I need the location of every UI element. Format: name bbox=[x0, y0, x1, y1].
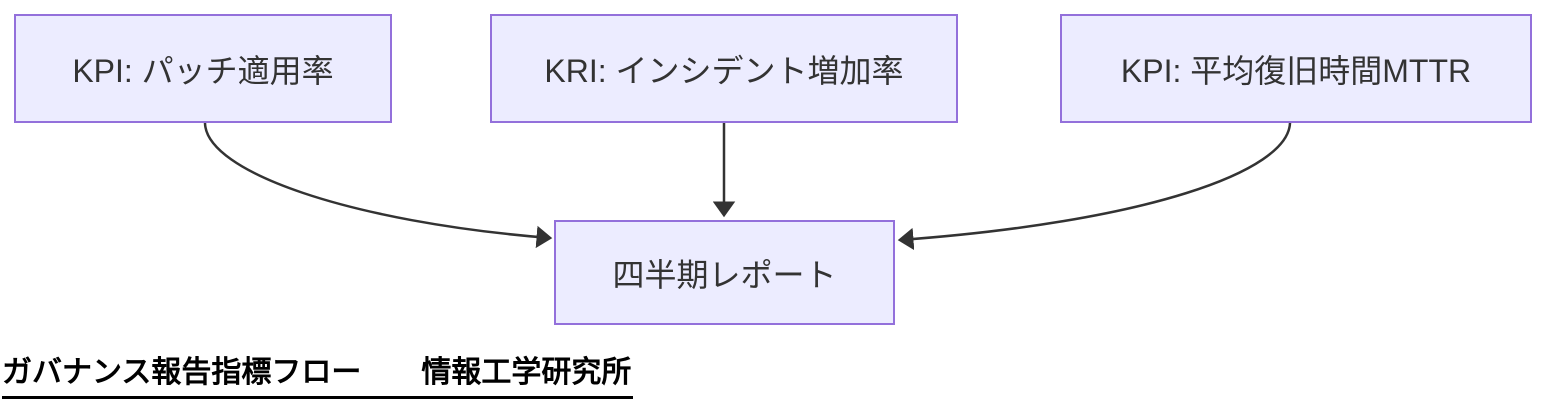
node-kpi-patch-rate-label: KPI: パッチ適用率 bbox=[72, 52, 334, 89]
node-quarterly-report: 四半期レポート bbox=[554, 220, 895, 325]
node-kri-incident-rate-label: KRI: インシデント増加率 bbox=[544, 52, 904, 89]
node-quarterly-report-label: 四半期レポート bbox=[612, 256, 837, 293]
node-kpi-patch-rate: KPI: パッチ適用率 bbox=[14, 14, 392, 123]
node-kri-incident-rate: KRI: インシデント増加率 bbox=[490, 14, 958, 123]
edge-kpi-patch-to-report bbox=[203, 122, 553, 249]
node-kpi-mttr: KPI: 平均復旧時間MTTR bbox=[1060, 14, 1532, 123]
edge-kpi-mttr-to-report bbox=[897, 122, 1292, 251]
diagram-caption: ガバナンス報告指標フロー 情報工学研究所 bbox=[2, 355, 634, 399]
node-kpi-mttr-label: KPI: 平均復旧時間MTTR bbox=[1120, 52, 1472, 89]
